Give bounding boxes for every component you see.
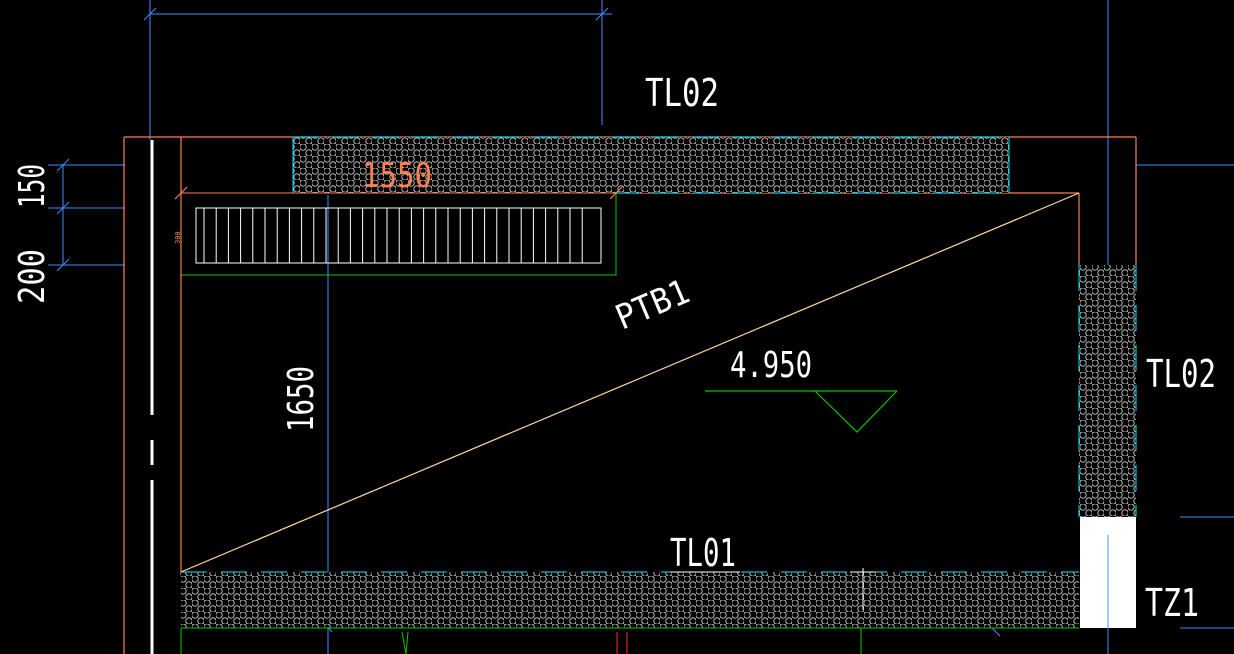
label-elevation: 4.950	[730, 345, 812, 386]
red-marks	[616, 632, 628, 654]
label-column: TZ1	[1145, 581, 1199, 625]
label-slab: PTB1	[610, 272, 696, 339]
dim-text-150: 150	[12, 164, 53, 208]
grille-opening	[180, 192, 617, 276]
grille-inner	[195, 207, 602, 264]
dim-top-tick-left	[143, 7, 157, 21]
beam-top-hatch	[293, 137, 1009, 193]
label-beam-bottom: TL01	[670, 531, 736, 575]
beam-bottom-hatch	[181, 572, 1079, 628]
elevation-marker	[705, 390, 898, 433]
beam-solid-edges	[292, 137, 1010, 193]
dim-left-tick-1	[56, 158, 70, 172]
dim-text-200: 200	[12, 249, 53, 304]
dim-top-tick-right	[595, 7, 609, 21]
dim-left-tick-3	[56, 258, 70, 272]
green-lines	[180, 627, 1079, 654]
dim-text-300: 300	[174, 231, 182, 244]
label-beam-top: TL02	[645, 71, 719, 115]
stair-diagonal	[180, 192, 1080, 573]
dim-text-1650: 1650	[281, 366, 322, 432]
dim-left-tick-2	[56, 201, 70, 215]
grille-bars	[203, 208, 583, 263]
beam-edges	[181, 136, 1137, 573]
beam-right-hatch	[1079, 265, 1136, 517]
dim-text-1550: 1550	[362, 156, 432, 196]
triangle-level-icon	[814, 390, 898, 433]
label-beam-right: TL02	[1146, 352, 1216, 396]
t-mark	[850, 568, 876, 610]
